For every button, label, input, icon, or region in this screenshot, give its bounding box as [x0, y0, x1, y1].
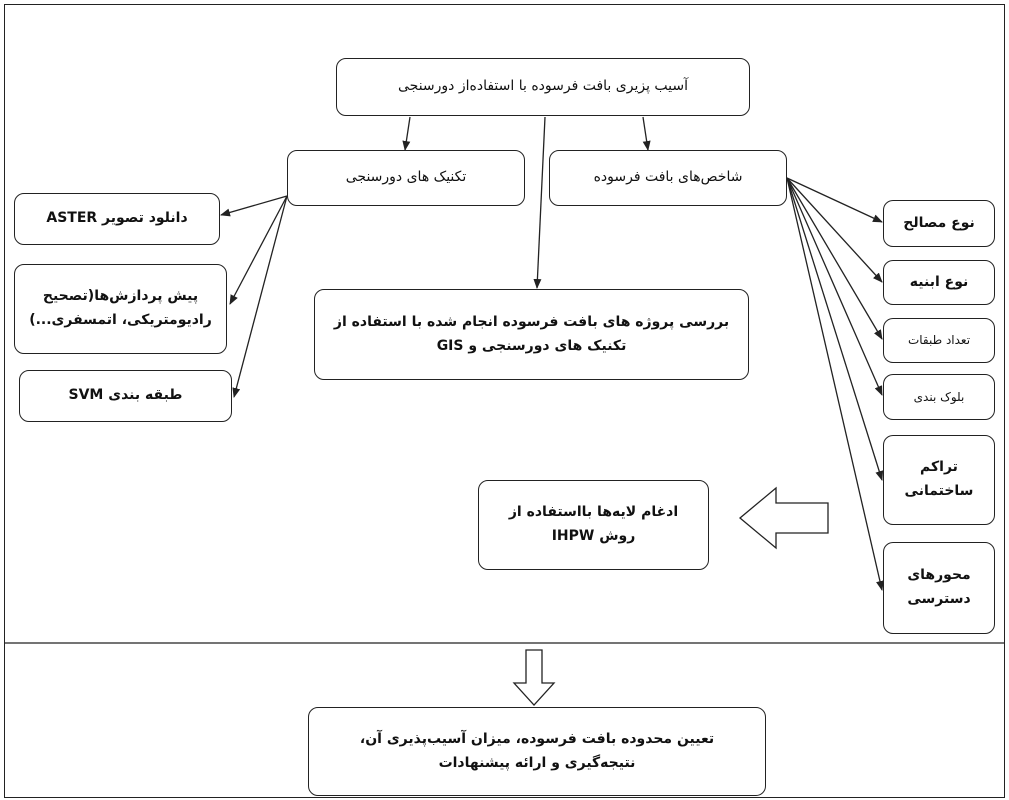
arrow-techniques-to-svm: [232, 195, 288, 398]
building-density-box: تراکم ساختمانی: [883, 435, 995, 525]
svm-classification-box: طبقه بندی SVM: [19, 370, 232, 422]
arrow-indicators-to-building-type: [786, 177, 883, 283]
arrow-techniques-to-download: [220, 195, 288, 217]
arrow-indicators-to-density: [786, 177, 884, 481]
hollow-left-arrow: [738, 486, 829, 550]
review-projects-box: بررسی پروژه های بافت فرسوده انجام شده با…: [314, 289, 749, 380]
preprocessing-box: پیش پردازش‌ها(تصحیح رادیومتریکی، اتمسفری…: [14, 264, 227, 354]
arrow-indicators-to-floors: [786, 177, 883, 340]
floors-count-box: تعداد طبقات: [883, 318, 995, 363]
hollow-down-arrow: [512, 649, 556, 706]
materials-box: نوع مصالح: [883, 200, 995, 247]
diagram-frame: [4, 4, 1005, 798]
arrow-indicators-to-access: [786, 177, 884, 591]
building-type-box: نوع ابنیه: [883, 260, 995, 305]
techniques-box: تکنیک های دورسنجی: [287, 150, 525, 206]
merge-layers-box: ادغام لایه‌ها بااستفاده از روش IHPW: [478, 480, 709, 570]
arrow-root-to-indicators: [642, 116, 651, 151]
arrow-techniques-to-preprocess: [229, 195, 288, 305]
arrow-indicators-to-blocks: [786, 177, 883, 396]
arrow-root-to-techniques: [402, 116, 411, 151]
indicators-box: شاخص‌های بافت فرسوده: [549, 150, 787, 206]
arrow-indicators-to-materials: [786, 177, 883, 223]
arrow-root-to-review: [533, 116, 546, 289]
access-axes-box: محورهای دسترسی: [883, 542, 995, 634]
final-result-box: تعیین محدوده بافت فرسوده، میزان آسیب‌پذی…: [308, 707, 766, 796]
blocks-box: بلوک بندی: [883, 374, 995, 420]
root-box: آسیب پزیری بافت فرسوده با استفاده‌از دور…: [336, 58, 750, 116]
download-aster-box: دانلود تصویر ASTER: [14, 193, 220, 245]
